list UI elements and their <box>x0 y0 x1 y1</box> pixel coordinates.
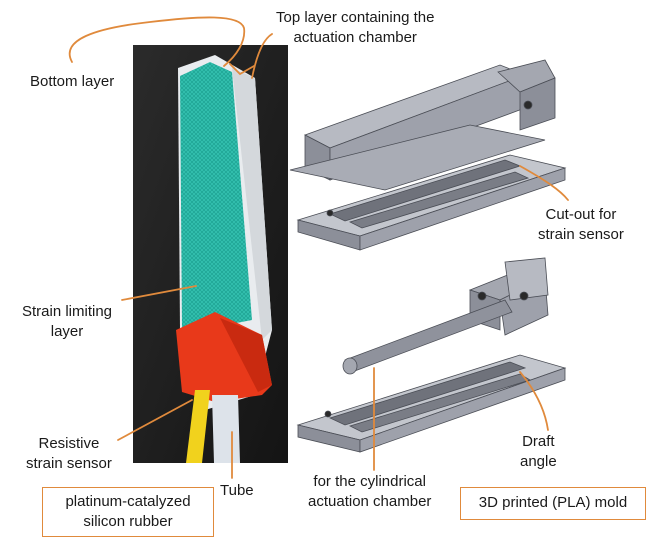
box-silicon-rubber: platinum-catalyzedsilicon rubber <box>42 487 214 537</box>
label-cutout: Cut-out forstrain sensor <box>538 205 624 245</box>
label-strain-limiting: Strain limitinglayer <box>22 302 112 342</box>
label-draft-angle: Draftangle <box>520 432 557 472</box>
cutout-leader <box>520 166 568 200</box>
resistive-sensor-leader <box>118 400 192 440</box>
label-tube: Tube <box>220 481 254 501</box>
draft-angle-leader <box>520 372 548 430</box>
bottom-layer-leader <box>70 17 245 66</box>
strain-limiting-leader <box>122 286 196 300</box>
box-pla-mold: 3D printed (PLA) mold <box>460 487 646 520</box>
label-cylindrical-chamber: for the cylindricalactuation chamber <box>308 472 431 512</box>
label-top-layer: Top layer containing theactuation chambe… <box>276 8 434 48</box>
top-layer-leader <box>252 34 272 78</box>
label-bottom-layer: Bottom layer <box>30 72 114 92</box>
label-resistive-sensor: Resistivestrain sensor <box>26 434 112 474</box>
